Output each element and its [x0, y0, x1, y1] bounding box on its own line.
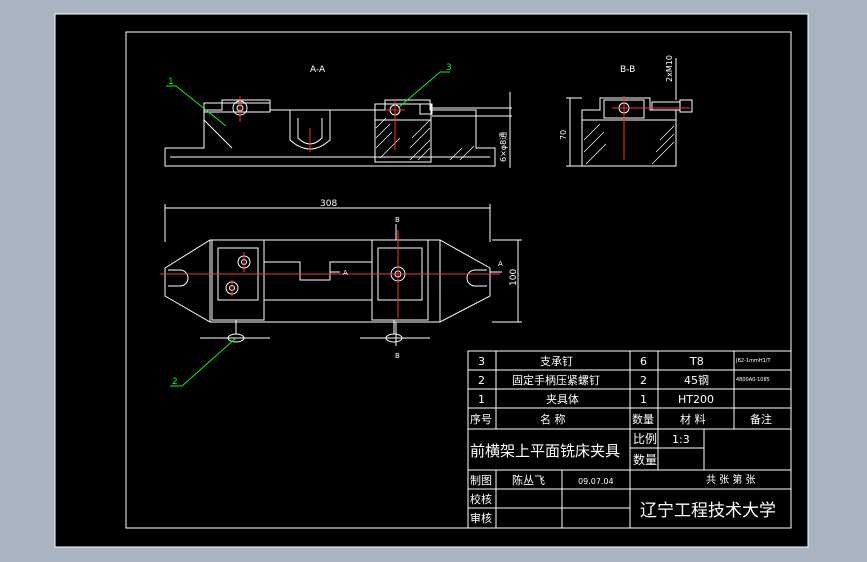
part-2-no: 2 — [478, 374, 485, 387]
drawing-paper — [54, 13, 809, 548]
scale-label: 比例 — [633, 432, 657, 446]
part-1-qty: 1 — [640, 393, 647, 406]
part-2-name: 固定手柄压紧螺钉 — [512, 373, 600, 387]
part-3-note: JB2-1mmH1/T — [735, 358, 771, 364]
thread-dim-bb: 2xM10 — [665, 55, 674, 82]
part-3-qty: 6 — [640, 355, 647, 368]
mark-b-top: B — [395, 216, 400, 224]
scale-value: 1:3 — [672, 433, 690, 446]
drawing-title: 前横架上平面铣床夹具 — [470, 442, 620, 460]
check-label: 校核 — [470, 492, 492, 506]
length-dim: 308 — [320, 199, 337, 209]
part-3-no: 3 — [478, 355, 485, 368]
header-name: 名 称 — [540, 412, 566, 426]
width-dim: 100 — [509, 269, 519, 286]
part-3-material: T8 — [689, 355, 704, 368]
callout-2: 2 — [172, 377, 178, 387]
review-label: 审核 — [470, 511, 492, 525]
sheet-text: 共 张 第 张 — [706, 473, 756, 486]
callout-3: 3 — [446, 63, 452, 73]
qty-label: 数量 — [633, 452, 657, 467]
mark-a-right: A — [498, 260, 503, 268]
institution: 辽宁工程技术大学 — [640, 501, 776, 521]
drawn-label: 制图 — [470, 474, 492, 487]
part-3-name: 支承钉 — [540, 355, 573, 368]
drawn-by: 陈丛飞 — [512, 473, 545, 487]
leader-2 — [170, 337, 237, 387]
part-2-material: 45钢 — [684, 374, 709, 387]
section-aa-label: A-A — [310, 65, 326, 75]
part-1-no: 1 — [478, 393, 485, 406]
mark-b-bottom: B — [395, 352, 400, 360]
leaders-aa — [166, 71, 450, 127]
mark-a-left: A — [343, 269, 348, 277]
part-2-qty: 2 — [640, 374, 647, 387]
part-1-material: HT200 — [678, 393, 714, 406]
header-no: 序号 — [470, 412, 492, 426]
header-qty: 数量 — [632, 413, 654, 426]
header-material: 材 料 — [680, 412, 706, 426]
section-bb-label: B-B — [620, 65, 635, 75]
center-lines-top — [160, 230, 500, 318]
height-dim-bb: 70 — [559, 130, 568, 140]
part-1-name: 夹具体 — [546, 392, 579, 406]
drawing-border — [125, 31, 792, 529]
center-lines-bb — [612, 96, 690, 160]
callout-1: 1 — [168, 77, 174, 87]
part-2-note: 4800A0-1085 — [736, 377, 770, 383]
title-block-text: 3 支承钉 6 T8 JB2-1mmH1/T 2 固定手柄压紧螺钉 2 45钢 … — [470, 355, 776, 525]
header-note: 备注 — [750, 412, 772, 426]
bolt-spec-dim: 6×φ8通 — [498, 132, 508, 162]
title-block — [467, 350, 792, 529]
center-lines-aa — [239, 96, 405, 152]
drawing-date: 09.07.04 — [578, 477, 614, 486]
